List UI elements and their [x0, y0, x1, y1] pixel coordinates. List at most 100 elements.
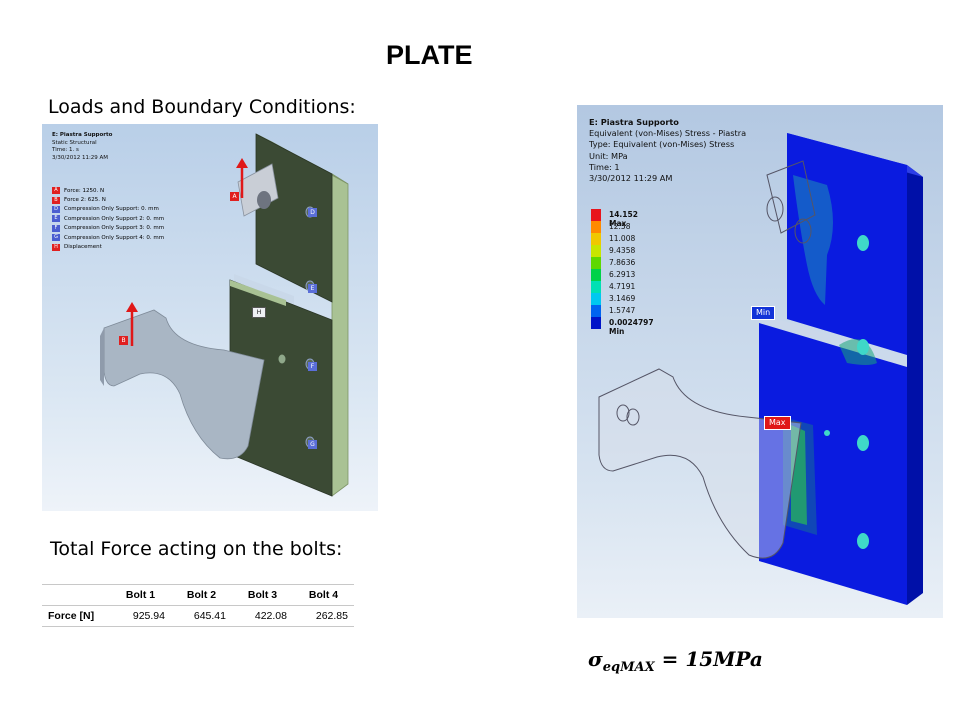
scale-swatch: [591, 281, 601, 293]
marker-f: F: [308, 362, 317, 371]
legend-tag: D: [52, 205, 60, 213]
bolt-force-table: Bolt 1 Bolt 2 Bolt 3 Bolt 4 Force [N] 92…: [42, 584, 354, 627]
bracket-hole: [626, 408, 640, 426]
scale-swatch: [591, 245, 601, 257]
legend-text: Force: 1250. N: [64, 187, 105, 194]
plate-side-face: [907, 165, 923, 605]
scale-swatch: [591, 317, 601, 329]
scale-swatch: [591, 293, 601, 305]
scale-label: 11.008: [609, 234, 636, 243]
max-stress-formula: σeqMAX = 15MPa: [588, 647, 763, 675]
scale-swatch: [591, 209, 601, 221]
loads-legend: A Force: 1250. N B Force 2: 625. N D Compress…: [52, 186, 164, 252]
clevis-outline: [766, 160, 816, 234]
stress-zone-lower: [791, 425, 807, 525]
legend-item: F Compression Only Support 3: 0. mm: [52, 224, 164, 233]
table-row-label: Force [N]: [42, 605, 110, 627]
lower-bracket: [103, 309, 265, 460]
legend-item: G Compression Only Support 4: 0. mm: [52, 233, 164, 242]
plate-slot-edge: [230, 280, 286, 306]
formula-sigma: σ: [588, 647, 603, 671]
loads-figure: E: Piastra Supporto Static Structural Ti…: [42, 124, 378, 511]
loads-info-line: Time: 1. s: [52, 147, 79, 154]
legend-item: E Compression Only Support 2: 0. mm: [52, 214, 164, 223]
center-hole: [278, 354, 286, 364]
stress-info-line: Equivalent (von-Mises) Stress - Piastra: [589, 128, 747, 139]
scale-label: 3.1469: [609, 294, 636, 303]
force-heading: Total Force acting on the bolts:: [50, 538, 343, 560]
stress-zone-upper: [793, 175, 833, 305]
scale-label: 1.5747: [609, 306, 636, 315]
loads-info-line: E: Piastra Supporto: [52, 132, 113, 138]
marker-e: E: [308, 284, 317, 293]
scale-label: 9.4358: [609, 246, 636, 255]
legend-text: Compression Only Support 3: 0. mm: [64, 225, 165, 232]
max-marker: Max: [764, 416, 791, 430]
plate-slot: [234, 274, 294, 304]
legend-item: B Force 2: 625. N: [52, 195, 164, 204]
bolt-hole: [857, 235, 869, 251]
plate-front-upper: [255, 133, 333, 303]
formula-subscript: eqMAX: [602, 660, 655, 675]
loads-info-line: 3/30/2012 11:29 AM: [52, 154, 109, 161]
stress-info-block: E: Piastra Supporto Equivalent (von-Mise…: [589, 117, 746, 184]
bolt-hole: [857, 533, 869, 549]
bracket-side: [100, 328, 104, 386]
legend-item: D Compression Only Support: 0. mm: [52, 205, 164, 214]
force-a-arrowhead: [236, 158, 248, 168]
table-cell: 925.94: [110, 605, 171, 627]
clevis-hole: [766, 196, 784, 222]
table-header-cell: Bolt 1: [110, 584, 171, 606]
plate-front-lower: [759, 323, 907, 605]
legend-tag: E: [52, 215, 60, 223]
legend-tag: F: [52, 224, 60, 232]
scale-label: 0.0024797 Min: [609, 318, 654, 336]
marker-b: B: [119, 336, 128, 345]
loads-model-drawing: [100, 133, 349, 497]
legend-text: Compression Only Support 4: 0. mm: [64, 234, 165, 241]
marker-g: G: [308, 440, 317, 449]
stress-model-drawing: [598, 133, 923, 605]
legend-item: A Force: 1250. N: [52, 186, 164, 195]
scale-swatch: [591, 269, 601, 281]
loads-info-line: Static Structural: [52, 139, 97, 146]
scale-swatch: [591, 221, 601, 233]
stress-info-line: Unit: MPa: [589, 150, 628, 161]
marker-h: H: [252, 307, 266, 318]
legend-text: Compression Only Support 2: 0. mm: [64, 215, 165, 222]
legend-text: Compression Only Support: 0. mm: [64, 206, 159, 213]
page-title: PLATE: [386, 40, 473, 70]
plate-slot: [757, 313, 831, 343]
scale-label: 6.2913: [609, 270, 636, 279]
table-cell: 262.85: [293, 605, 354, 627]
scale-label: 4.7191: [609, 282, 636, 291]
table-cell: 645.41: [171, 605, 232, 627]
table-header-cell: Bolt 4: [293, 584, 354, 606]
loads-heading: Loads and Boundary Conditions:: [48, 96, 356, 118]
force-b-arrowhead: [126, 302, 138, 312]
plate-side-face: [331, 173, 349, 497]
marker-a: A: [230, 192, 239, 201]
stress-info-line: Time: 1: [589, 161, 620, 172]
min-marker: Min: [751, 306, 776, 320]
stress-info-line: Type: Equivalent (von-Mises) Stress: [589, 139, 735, 150]
bracket-hole: [616, 404, 630, 422]
clevis-hole: [794, 218, 812, 244]
table-header-cell: Bolt 3: [232, 584, 293, 606]
loads-info-block: E: Piastra Supporto Static Structural Ti…: [52, 132, 112, 162]
bolt-hole: [857, 435, 869, 451]
legend-tag: H: [52, 243, 60, 251]
bolt-hole: [857, 339, 869, 355]
scale-label: 14.152 Max: [609, 210, 638, 228]
legend-tag: A: [52, 187, 60, 195]
table-cell: 422.08: [232, 605, 293, 627]
table-header-cell: Bolt 2: [171, 584, 232, 606]
legend-tag: B: [52, 196, 60, 204]
clevis-hole: [257, 191, 271, 209]
stress-info-line: 3/30/2012 11:29 AM: [589, 173, 673, 184]
table-corner-cell: [42, 584, 110, 606]
legend-text: Force 2: 625. N: [64, 197, 106, 204]
legend-tag: G: [52, 234, 60, 242]
scale-swatch: [591, 305, 601, 317]
